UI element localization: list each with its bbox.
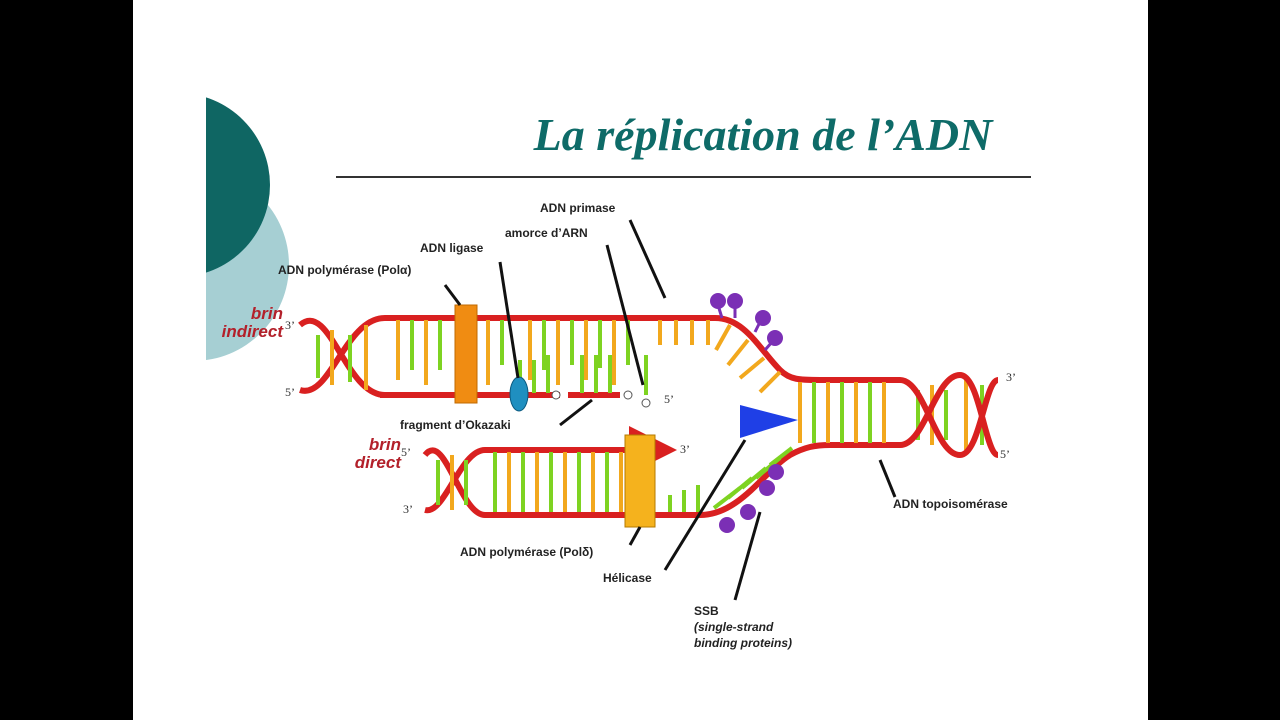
label-primase: ADN primase [540,201,616,215]
brin-direct-line-2: direct [354,453,401,472]
label-okazaki: fragment d’Okazaki [400,418,511,432]
right-parental-helix [798,371,1000,459]
brin-indirect-line-2: indirect [221,322,283,341]
bottom-template-backbone [485,442,900,518]
slide: La réplication de l’ADN [133,0,1148,720]
ssb-bottom [719,464,784,533]
label-rna-primer: amorce d’ARN [505,226,588,240]
label-ssb: SSB [694,604,719,618]
pol-alpha-block [454,304,478,404]
right-letterbox [1148,0,1280,720]
label-ssb-desc-2: binding proteins) [694,636,792,650]
end-top-left-3: 3’ [285,318,295,332]
label-pol-delta: ADN polymérase (Polδ) [460,545,594,559]
top-rungs [396,320,782,394]
brin-indirect-line-1: brin [250,304,283,323]
end-right-5: 5’ [1000,447,1010,461]
end-bottom-left-3: 3’ [403,502,413,516]
end-arrow-3: 3’ [680,442,690,456]
label-topoisomerase: ADN topoisomérase [893,497,1008,511]
bottom-rungs [493,446,794,512]
ligase-blob [509,376,529,412]
helicase-wedge [740,405,798,438]
bottom-helix [422,447,486,518]
top-helix [298,315,386,398]
slide-title: La réplication de l’ADN [533,109,993,160]
label-ligase: ADN ligase [420,241,484,255]
label-brin-indirect: brin indirect [213,305,283,341]
label-helicase: Hélicase [603,571,652,585]
top-template-backbone [385,315,900,383]
ssb-top [710,293,783,351]
title-underline [336,176,1031,178]
brin-direct-line-1: brin [368,435,401,454]
pointer-lines [443,219,897,601]
end-bottom-left-5: 5’ [401,445,411,459]
label-ssb-desc-1: (single-strand [694,620,774,634]
end-primer-5: 5’ [664,392,674,406]
label-pol-alpha: ADN polymérase (Polα) [278,263,412,277]
decorative-circles [133,0,289,720]
end-top-left-5: 5’ [285,385,295,399]
end-right-3: 3’ [1006,370,1016,384]
pol-delta-block [624,434,656,528]
label-brin-direct: brin direct [335,436,401,472]
